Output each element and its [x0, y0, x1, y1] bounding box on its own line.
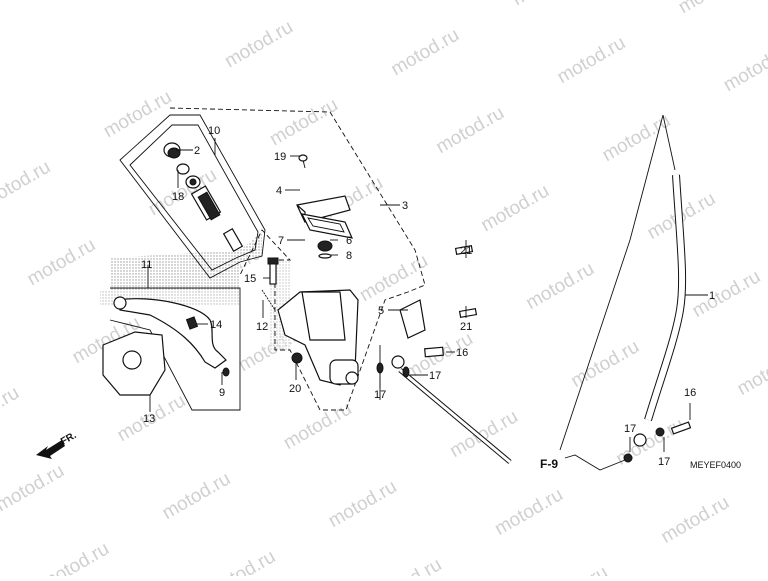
- assembly-outlines: [109, 107, 676, 451]
- svg-text:motod.ru: motod.ru: [689, 266, 764, 322]
- pivot-bolt-and-spring: [261, 257, 279, 311]
- svg-text:motod.ru: motod.ru: [657, 492, 732, 548]
- callout-17b: 17: [429, 370, 441, 382]
- svg-text:motod.ru: motod.ru: [734, 344, 768, 400]
- svg-text:motod.ru: motod.ru: [221, 17, 296, 73]
- svg-text:motod.ru: motod.ru: [432, 102, 507, 158]
- callout-18: 18: [172, 191, 184, 203]
- svg-text:motod.ru: motod.ru: [0, 382, 23, 438]
- svg-text:motod.ru: motod.ru: [536, 562, 611, 576]
- svg-text:motod.ru: motod.ru: [266, 94, 341, 150]
- callout-20: 20: [289, 383, 301, 395]
- callout-9: 9: [219, 387, 225, 399]
- svg-text:motod.ru: motod.ru: [325, 476, 400, 532]
- piston-kit: [163, 142, 244, 252]
- brake-hose-lower: [376, 346, 512, 464]
- svg-text:motod.ru: motod.ru: [370, 554, 445, 576]
- svg-text:motod.ru: motod.ru: [356, 250, 431, 306]
- svg-text:motod.ru: motod.ru: [720, 40, 768, 96]
- diagram-code: MEYEF0400: [690, 460, 741, 470]
- lever-cover: [102, 331, 166, 396]
- svg-text:motod.ru: motod.ru: [675, 0, 750, 18]
- svg-text:motod.ru: motod.ru: [0, 157, 54, 213]
- svg-text:motod.ru: motod.ru: [204, 546, 279, 576]
- svg-text:motod.ru: motod.ru: [491, 484, 566, 540]
- reference-label: F-9: [540, 457, 558, 471]
- diaphragm: [300, 213, 354, 239]
- callout-17d: 17: [658, 456, 670, 468]
- front-direction-arrow-icon: FR.: [36, 430, 79, 459]
- callout-1: 1: [709, 290, 715, 302]
- svg-text:motod.ru: motod.ru: [599, 110, 674, 166]
- callout-14: 14: [210, 319, 222, 331]
- callout-17a: 17: [374, 389, 386, 401]
- callout-10: 10: [208, 125, 220, 137]
- svg-text:motod.ru: motod.ru: [100, 87, 175, 143]
- callout-19: 19: [274, 151, 286, 163]
- callout-4: 4: [276, 185, 282, 197]
- brake-hose-upper: [623, 174, 692, 463]
- svg-text:motod.ru: motod.ru: [522, 258, 597, 314]
- callout-13: 13: [143, 413, 155, 425]
- callout-7: 7: [278, 235, 284, 247]
- svg-text:motod.ru: motod.ru: [37, 538, 112, 576]
- master-cylinder-body: [277, 289, 359, 386]
- leader-lines: [147, 138, 708, 471]
- svg-text:motod.ru: motod.ru: [387, 24, 462, 80]
- svg-text:motod.ru: motod.ru: [509, 0, 584, 10]
- callout-labels: 1 2 3 4 5 6 7 8 9 10 11 12 13 14 15 16 1…: [141, 125, 715, 468]
- hose-joint: [399, 244, 478, 339]
- callout-16b: 16: [684, 387, 696, 399]
- callout-12: 12: [256, 321, 268, 333]
- reservoir-cap: [296, 154, 351, 223]
- svg-text:motod.ru: motod.ru: [24, 234, 99, 290]
- callout-8: 8: [346, 250, 352, 262]
- callout-16a: 16: [456, 347, 468, 359]
- brake-lever: [113, 296, 230, 377]
- front-direction-label: FR.: [59, 430, 79, 448]
- svg-text:motod.ru: motod.ru: [567, 336, 642, 392]
- callout-21a: 21: [460, 245, 472, 257]
- svg-text:motod.ru: motod.ru: [446, 406, 521, 462]
- svg-text:motod.ru: motod.ru: [477, 180, 552, 236]
- callout-5: 5: [378, 305, 384, 317]
- callout-11: 11: [141, 259, 152, 271]
- float-and-ring: [317, 240, 333, 259]
- svg-text:motod.ru: motod.ru: [280, 398, 355, 454]
- callout-15: 15: [244, 273, 256, 285]
- svg-text:motod.ru: motod.ru: [554, 32, 629, 88]
- callout-21b: 21: [460, 321, 472, 333]
- svg-text:motod.ru: motod.ru: [342, 0, 417, 2]
- callout-3: 3: [402, 200, 408, 212]
- svg-text:motod.ru: motod.ru: [0, 460, 68, 516]
- callout-17c: 17: [624, 423, 636, 435]
- callout-2: 2: [194, 145, 200, 157]
- callout-6: 6: [346, 235, 352, 247]
- svg-text:motod.ru: motod.ru: [159, 468, 234, 524]
